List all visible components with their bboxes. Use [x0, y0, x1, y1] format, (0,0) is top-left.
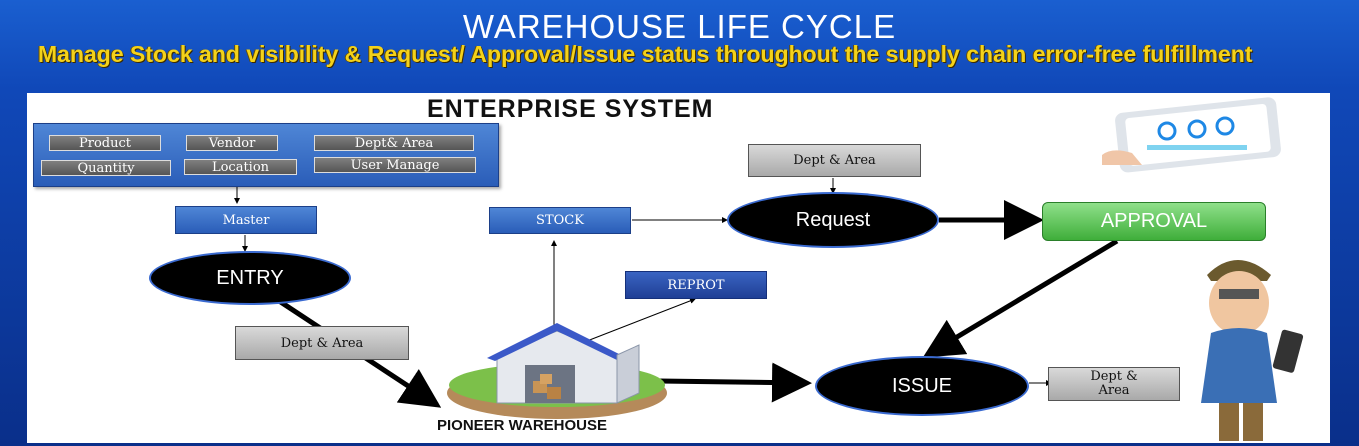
diagram-heading: ENTERPRISE SYSTEM	[427, 95, 714, 123]
warehouse-label: PIONEER WAREHOUSE	[437, 417, 608, 434]
dept-area-box-1: Dept & Area	[235, 326, 409, 360]
field-user-manage: User Manage	[314, 157, 476, 173]
entry-node: ENTRY	[151, 253, 349, 303]
report-box: REPROT	[625, 271, 767, 299]
arrow-approval-issue	[922, 238, 1119, 358]
slide-subtitle: Manage Stock and visibility & Request/ A…	[38, 41, 1253, 67]
dept-area-box-2: Dept & Area	[748, 144, 921, 177]
issue-node: ISSUE	[817, 358, 1027, 414]
dept-area-box-3: Dept & Area	[1048, 367, 1180, 401]
worker-icon	[1201, 260, 1304, 441]
field-product: Product	[49, 135, 161, 151]
field-vendor: Vendor	[186, 135, 278, 151]
warehouse-icon	[447, 323, 667, 419]
arrow-warehouse-issue	[658, 362, 812, 403]
approval-node: APPROVAL	[1042, 202, 1266, 241]
connector-lines	[234, 97, 1304, 441]
field-quantity: Quantity	[41, 160, 171, 176]
field-location: Location	[184, 159, 297, 175]
stock-box: STOCK	[489, 207, 631, 234]
master-fields-panel	[33, 123, 499, 187]
field-dept-area: Dept& Area	[314, 135, 474, 151]
diagram-canvas: ENTERPRISE SYSTEM	[27, 93, 1330, 443]
arrow-warehouse-report	[586, 298, 696, 342]
slide-title: WAREHOUSE LIFE CYCLE	[462, 8, 897, 45]
request-node: Request	[729, 194, 937, 246]
tablet-icon	[1102, 97, 1281, 173]
master-box: Master	[175, 206, 317, 234]
